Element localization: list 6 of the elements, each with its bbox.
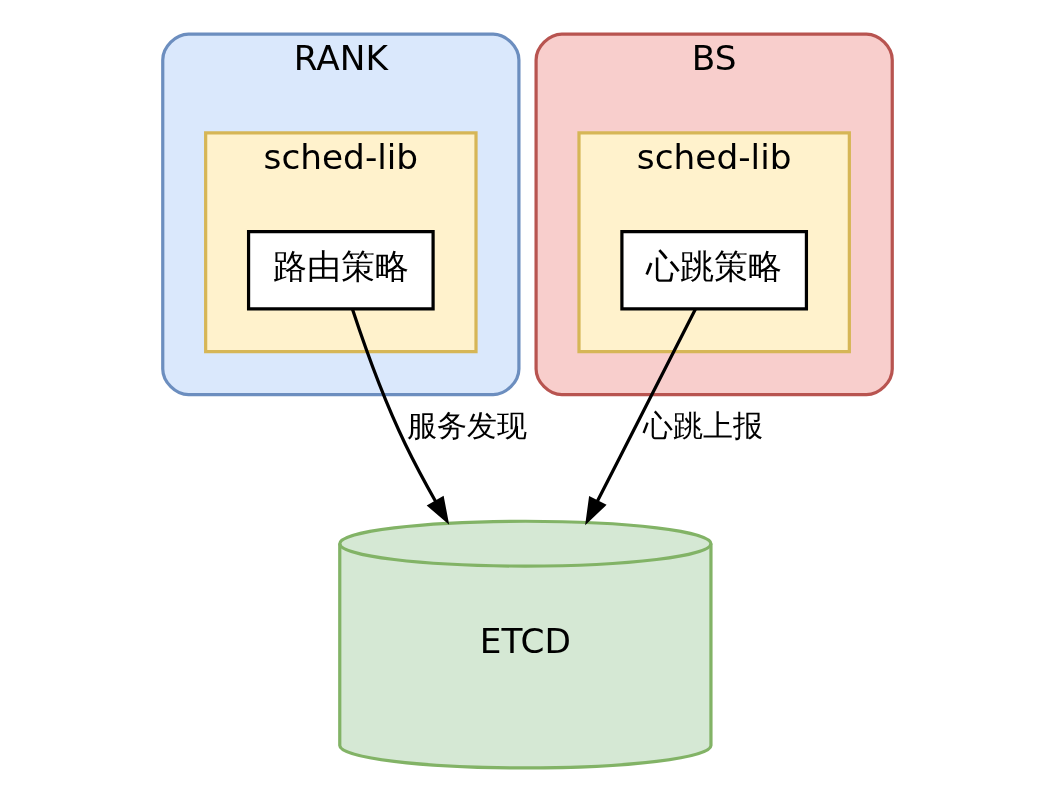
edge-label: 服务发现 <box>407 407 528 443</box>
edge-label: 心跳上报 <box>643 407 764 443</box>
arrow <box>585 308 697 526</box>
node-box: 心跳策略 <box>620 229 809 311</box>
node-box: 路由策略 <box>246 229 435 311</box>
arrow <box>350 308 450 525</box>
